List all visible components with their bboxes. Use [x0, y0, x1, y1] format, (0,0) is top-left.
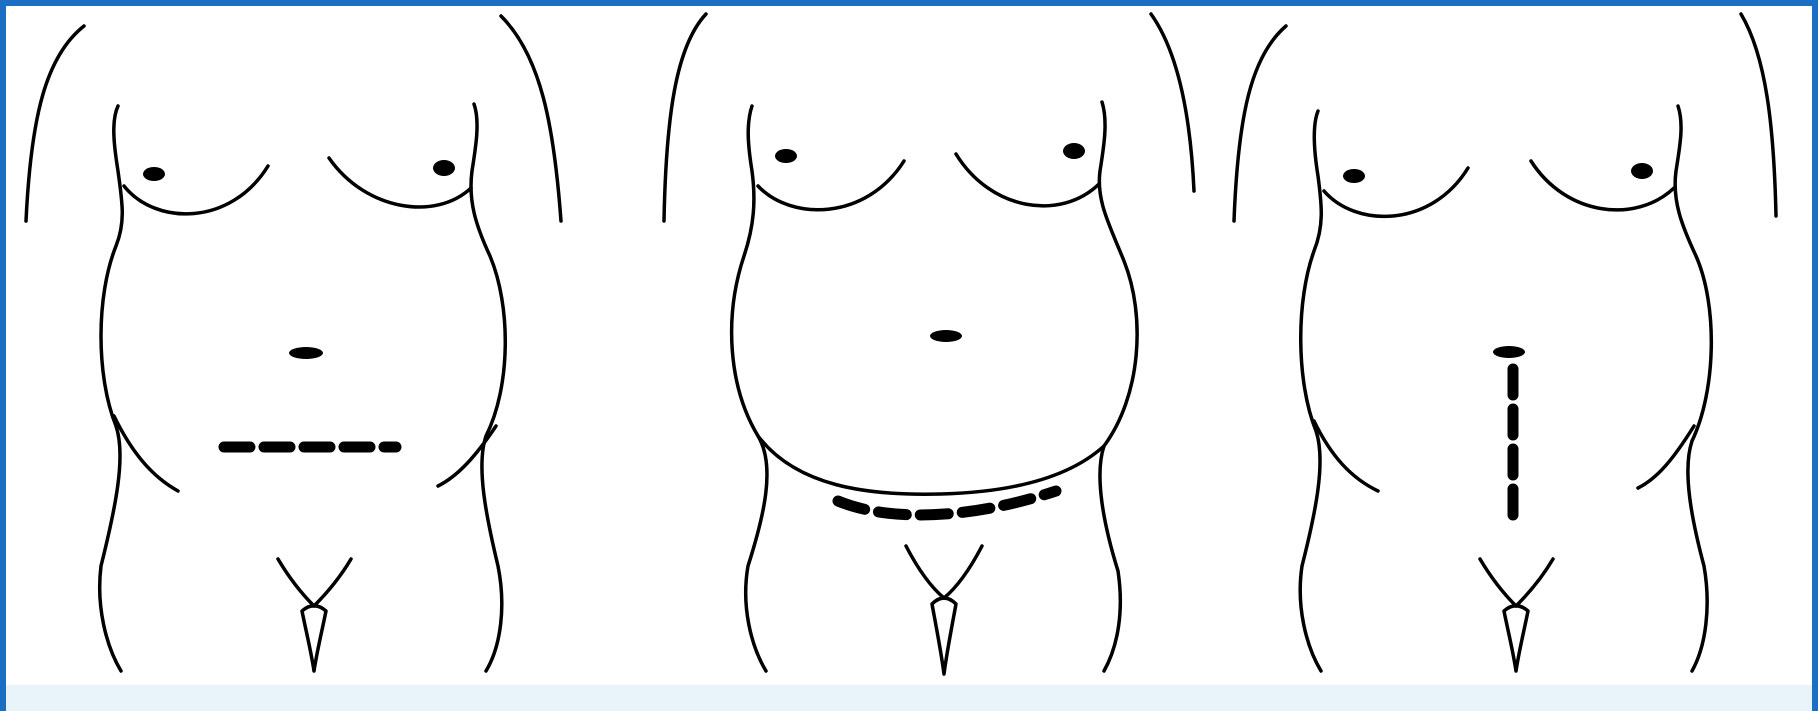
left-breast-outline: [758, 161, 904, 210]
genital-outline: [932, 598, 956, 674]
torso-right-outline: [1099, 102, 1137, 671]
left-arm-outline: [26, 26, 84, 221]
pubic-outline: [278, 559, 351, 606]
left-nipple: [143, 167, 165, 181]
right-breast-outline: [1531, 161, 1674, 210]
torso-left-outline: [100, 106, 123, 671]
right-breast-outline: [956, 154, 1099, 206]
right-nipple: [1631, 163, 1653, 179]
genital-outline: [302, 606, 326, 671]
left-waist-line: [1314, 421, 1378, 491]
left-arm-outline: [664, 14, 706, 221]
belly-lower-curve: [758, 436, 1104, 494]
genital-outline: [1504, 606, 1528, 671]
torso-panel-1: [26, 16, 561, 671]
bottom-band: [6, 685, 1812, 711]
torso-left-outline: [1300, 111, 1321, 671]
navel: [289, 347, 323, 359]
left-nipple: [1343, 169, 1365, 183]
torso-right-outline: [471, 104, 505, 671]
pubic-outline: [906, 546, 982, 598]
right-nipple: [1063, 143, 1085, 159]
right-waist-line: [1638, 426, 1694, 488]
torso-illustrations: [6, 6, 1812, 711]
pubic-outline: [1480, 559, 1553, 606]
left-nipple: [775, 149, 797, 163]
right-arm-outline: [501, 16, 561, 221]
navel: [930, 330, 962, 342]
right-arm-outline: [1741, 14, 1776, 216]
left-waist-line: [114, 416, 178, 491]
torso-right-outline: [1675, 106, 1711, 671]
left-arm-outline: [1234, 26, 1286, 221]
right-arm-outline: [1151, 14, 1194, 191]
torso-panel-3: [1234, 14, 1776, 671]
right-nipple: [433, 160, 455, 176]
torso-panel-2: [664, 14, 1194, 674]
navel: [1493, 346, 1525, 358]
